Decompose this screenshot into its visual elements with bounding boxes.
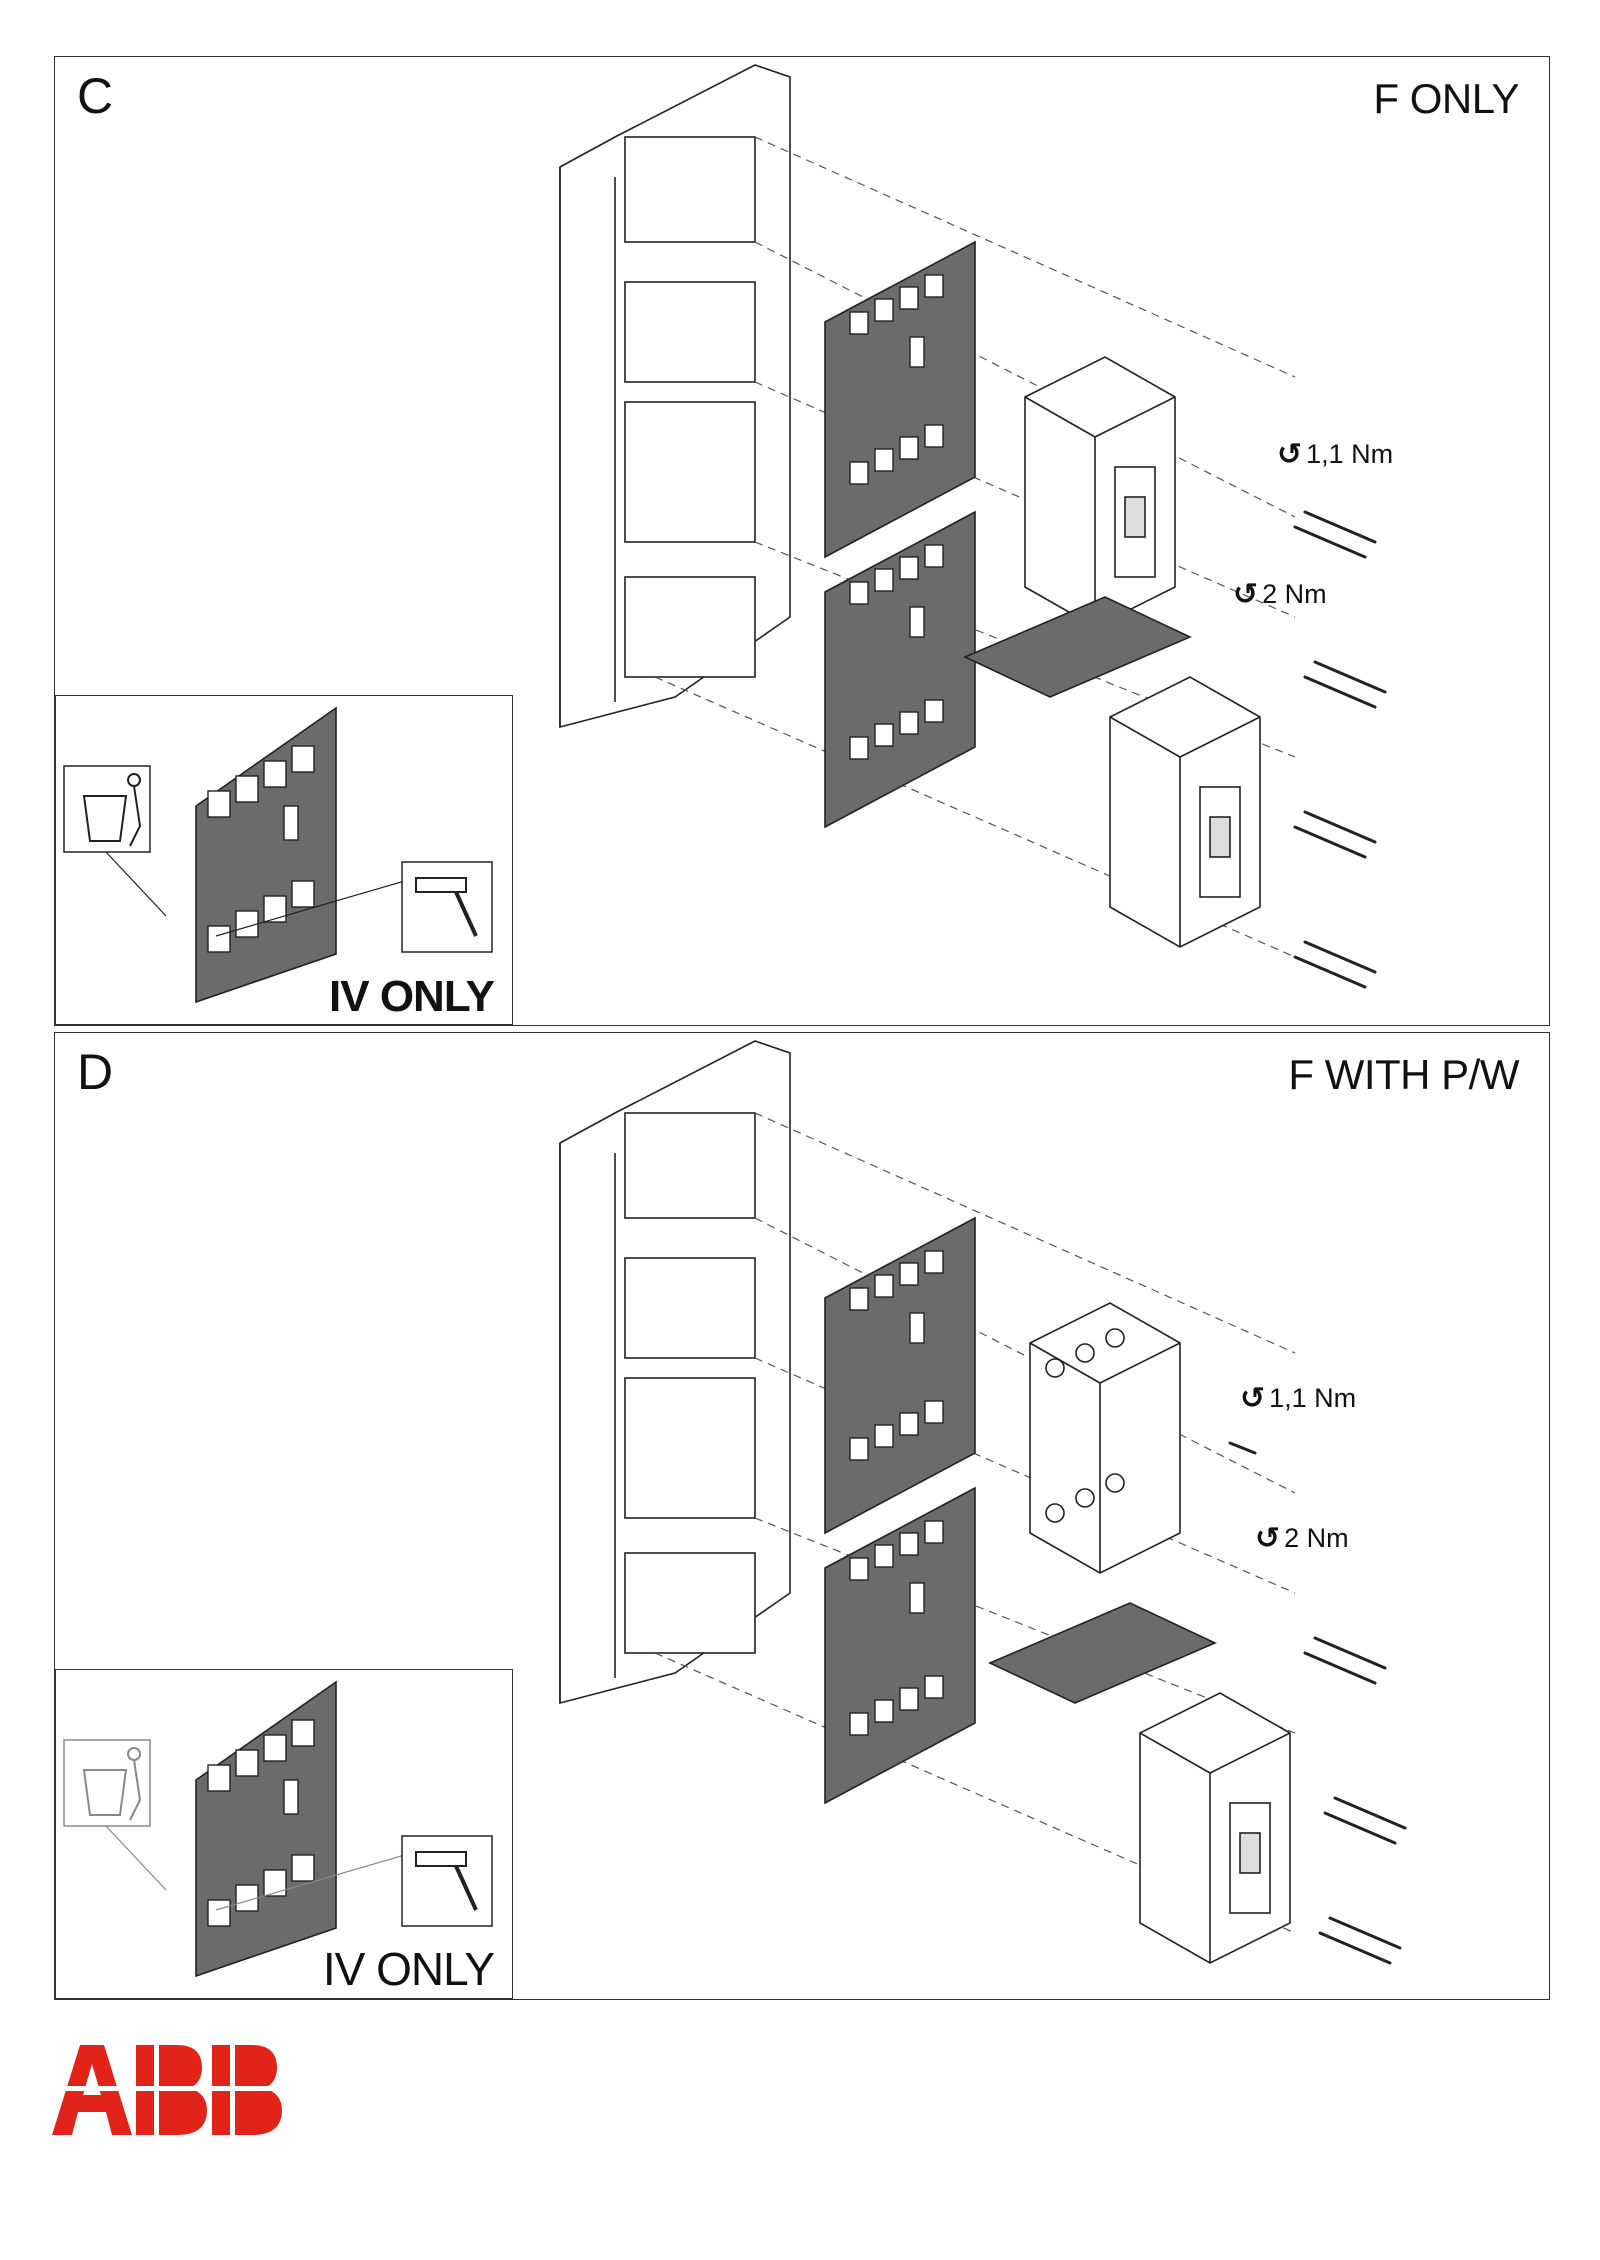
- torque-callout-b: ↺ 2 Nm: [1233, 577, 1327, 612]
- inset-drawing: [63, 1680, 493, 1978]
- exploded-assembly-drawing: [559, 64, 1387, 989]
- torque-wrench-icon: ↺: [1233, 578, 1259, 611]
- torque-callout-b: ↺ 2 Nm: [1255, 1521, 1349, 1556]
- inset-label: IV ONLY: [329, 972, 495, 1021]
- panel-letter: C: [77, 68, 114, 124]
- assembly-panel-c: C F ONLY ↺ 1,1 Nm ↺ 2 Nm: [54, 56, 1550, 1026]
- mounting-plate-lower: [824, 510, 976, 829]
- inset-label: IV ONLY: [322, 1943, 495, 1995]
- trash-bin-icon: [63, 1739, 151, 1827]
- insulating-barrier: [963, 596, 1192, 698]
- mounting-plate-lower: [824, 1486, 976, 1805]
- torque-wrench-icon: ↺: [1240, 1382, 1266, 1415]
- mounting-plate-upper: [824, 1216, 976, 1535]
- panel-variant-label: F WITH P/W: [1288, 1051, 1519, 1098]
- panel-variant-label: F ONLY: [1373, 75, 1519, 122]
- circuit-breaker-lower: [1139, 1692, 1291, 1964]
- hammer-icon: [401, 861, 493, 953]
- circuit-breaker-upper: [1024, 356, 1176, 628]
- assembly-panel-d: D F WITH P/W ↺ 1,1 Nm ↺ 2 Nm: [54, 1032, 1550, 2000]
- torque-wrench-icon: ↺: [1277, 438, 1303, 471]
- torque-value: 2 Nm: [1262, 579, 1327, 609]
- plug-in-socket-base: [1029, 1302, 1181, 1574]
- inset-detail: IV ONLY: [55, 1669, 513, 1999]
- torque-value: 1,1 Nm: [1269, 1383, 1357, 1413]
- torque-callout-a: ↺ 1,1 Nm: [1240, 1381, 1356, 1416]
- insulating-barrier: [988, 1602, 1217, 1704]
- inset-drawing: [63, 706, 493, 1004]
- trash-bin-icon: [63, 765, 151, 853]
- torque-value: 2 Nm: [1284, 1523, 1349, 1553]
- inset-detail: IV ONLY: [55, 695, 513, 1025]
- mounting-plate-upper: [824, 240, 976, 559]
- circuit-breaker-lower: [1109, 676, 1261, 948]
- exploded-assembly-drawing: [559, 1040, 1407, 1965]
- torque-wrench-icon: ↺: [1255, 1522, 1281, 1555]
- abb-logo: [52, 2040, 292, 2140]
- hammer-icon: [401, 1835, 493, 1927]
- panel-letter: D: [77, 1044, 114, 1100]
- torque-callout-a: ↺ 1,1 Nm: [1277, 437, 1393, 472]
- torque-value: 1,1 Nm: [1306, 439, 1394, 469]
